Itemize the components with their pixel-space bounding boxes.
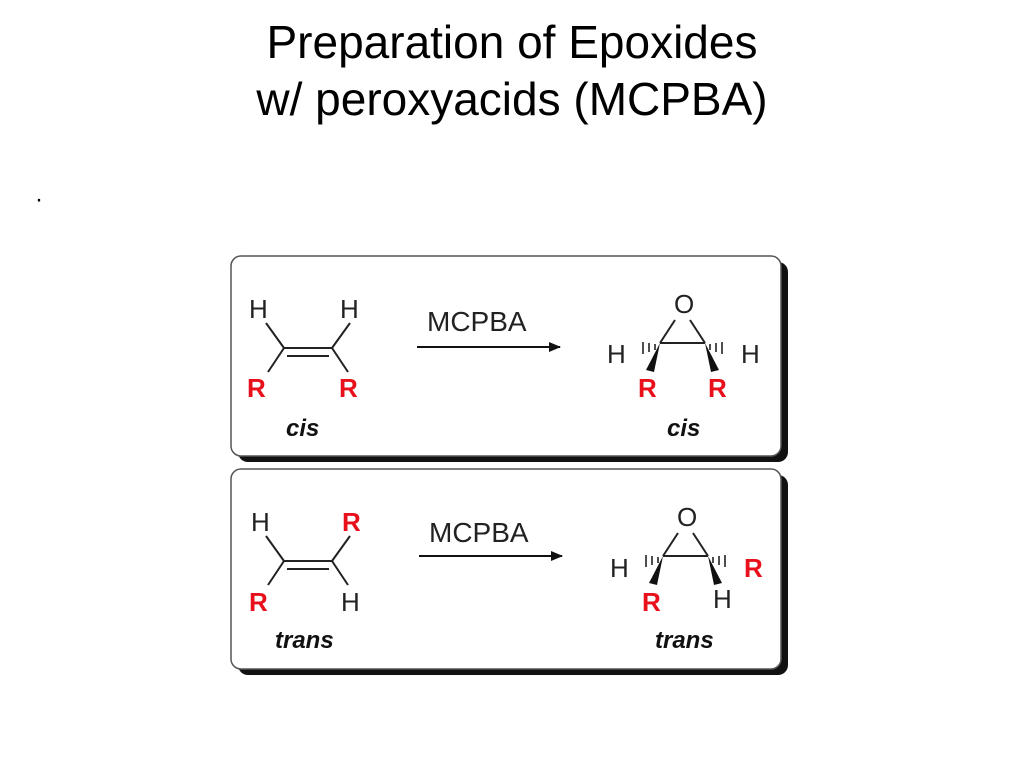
panel-cis: H H R R cis MCPBA O H H [230,255,788,462]
atom-h: H [713,584,732,614]
reagent-label: MCPBA [429,517,529,548]
reactant-caption: cis [286,415,319,442]
atom-h: H [607,339,626,369]
reactant-alkene [265,322,351,373]
bullet-marker: · [35,186,43,213]
atom-r: R [339,373,358,403]
atom-h: H [610,553,629,583]
product-epoxide [642,319,723,372]
reactant-caption: trans [275,627,334,654]
atom-o: O [677,502,697,532]
atom-r: R [247,373,266,403]
atom-h: H [249,294,268,324]
atom-r: R [744,553,763,583]
product-caption: trans [655,627,714,654]
atom-r: R [642,587,661,617]
atom-r: R [708,373,727,403]
atom-r: R [638,373,657,403]
reagent-label: MCPBA [427,306,527,337]
atom-o: O [674,289,694,319]
product-caption: cis [667,415,700,442]
atom-h: H [340,294,359,324]
title-line-1: Preparation of Epoxides [266,16,758,68]
atom-r: R [342,507,361,537]
title-line-2: w/ peroxyacids (MCPBA) [256,73,768,125]
reactant-alkene [265,535,351,586]
atom-r: R [249,587,268,617]
panel-box [230,468,782,670]
atom-h: H [741,339,760,369]
atom-h: H [341,587,360,617]
slide-title: Preparation of Epoxides w/ peroxyacids (… [0,14,1024,128]
atom-h: H [251,507,270,537]
product-epoxide [645,532,726,585]
panel-box [230,255,782,457]
panel-trans: H R R H trans MCPBA O H R R H [230,468,788,675]
